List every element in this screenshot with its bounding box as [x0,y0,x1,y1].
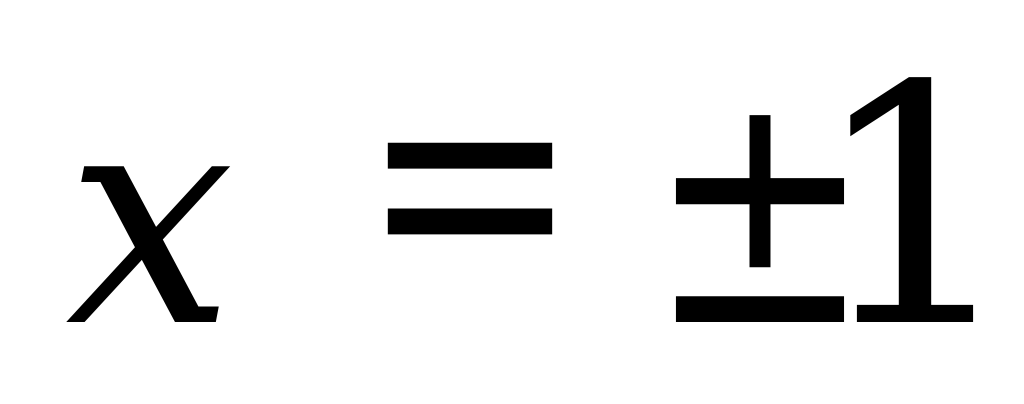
variable-x: x [65,44,234,393]
plus-minus-sign: ± [648,16,873,400]
equals-sign: = [360,0,580,370]
numeral-one: 1 [810,16,1020,400]
